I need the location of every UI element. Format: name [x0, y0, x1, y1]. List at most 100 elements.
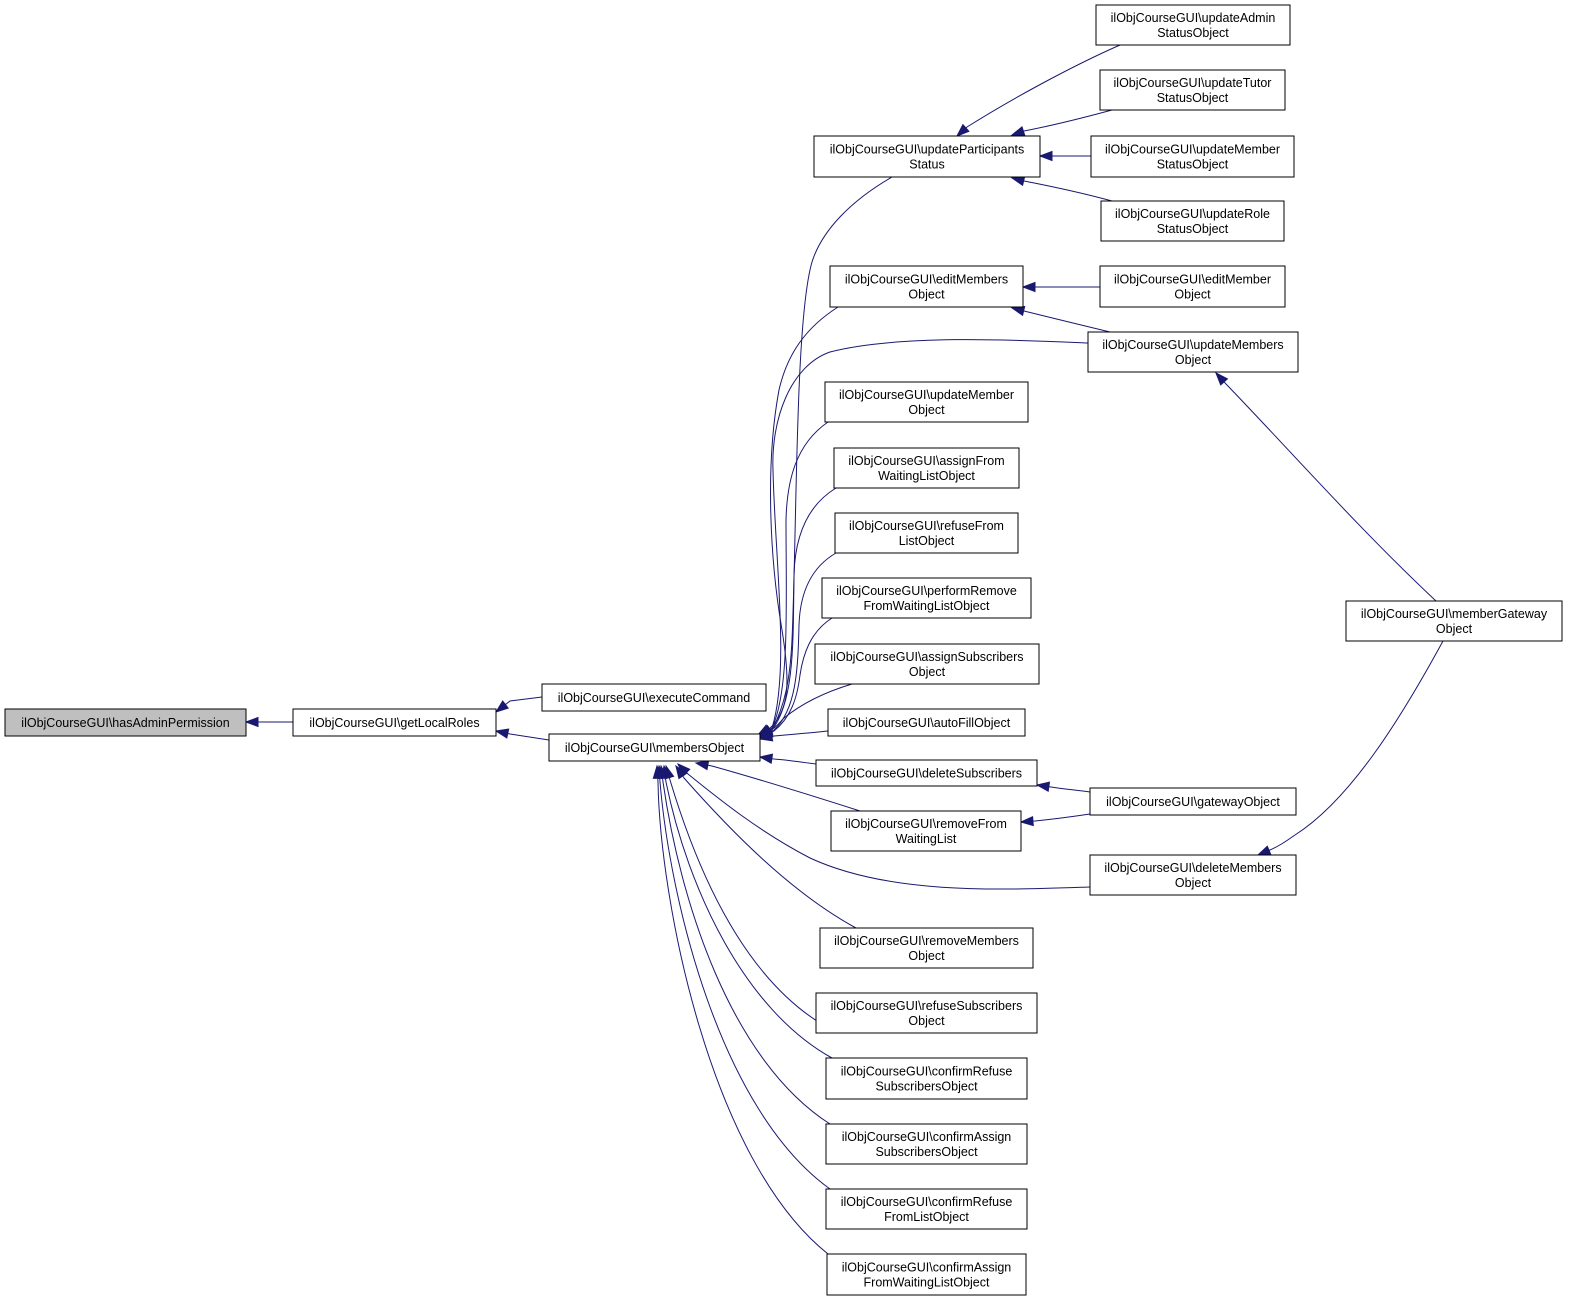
- node-label-line: Object: [1175, 353, 1212, 367]
- node-label-line: ilObjCourseGUI\updateParticipants: [830, 143, 1025, 157]
- node-box: [821, 577, 1032, 619]
- node-confirmRefuseSubscribersObject[interactable]: ilObjCourseGUI\confirmRefuseSubscribersO…: [825, 1057, 1028, 1100]
- node-label-line: StatusObject: [1157, 222, 1229, 236]
- node-label-line: Object: [908, 949, 945, 963]
- node-label-line: FromWaitingListObject: [864, 1276, 990, 1290]
- edge-arrowhead: [1038, 150, 1053, 162]
- node-label-line: ilObjCourseGUI\refuseSubscribers: [831, 999, 1023, 1013]
- node-hasAdminPermission[interactable]: ilObjCourseGUI\hasAdminPermission: [4, 708, 247, 737]
- node-box: [815, 759, 1038, 787]
- edge-memberGatewayObject-to-deleteMembersObject: [1256, 640, 1444, 856]
- node-performRemoveFromWaitingListObject[interactable]: ilObjCourseGUI\performRemoveFromWaitingL…: [821, 577, 1032, 619]
- node-membersObject[interactable]: ilObjCourseGUI\membersObject: [548, 733, 761, 762]
- node-box: [834, 512, 1019, 554]
- edge-line: [768, 306, 839, 730]
- node-box: [1095, 4, 1291, 46]
- node-assignFromWaitingListObject[interactable]: ilObjCourseGUI\assignFromWaitingListObje…: [833, 447, 1020, 489]
- node-box: [1099, 265, 1286, 308]
- node-confirmRefuseFromListObject[interactable]: ilObjCourseGUI\confirmRefuseFromListObje…: [825, 1188, 1028, 1230]
- node-label-line: ilObjCourseGUI\confirmAssign: [842, 1261, 1012, 1275]
- edge-arrowhead: [244, 716, 259, 728]
- node-label-line: ilObjCourseGUI\assignSubscribers: [830, 650, 1023, 664]
- edge-removeMembersObject-to-membersObject: [675, 764, 857, 929]
- edge-arrowhead: [494, 728, 510, 739]
- node-label-line: ilObjCourseGUI\updateMember: [839, 388, 1014, 402]
- node-executeCommand[interactable]: ilObjCourseGUI\executeCommand: [541, 683, 767, 712]
- edge-line: [770, 617, 833, 734]
- node-box: [1090, 135, 1295, 178]
- node-box: [292, 708, 497, 737]
- edge-arrowhead: [675, 764, 688, 780]
- node-label-line: FromWaitingListObject: [864, 599, 990, 613]
- node-box: [1100, 200, 1285, 242]
- node-label-line: ilObjCourseGUI\editMembers: [845, 273, 1008, 287]
- node-label-line: ilObjCourseGUI\executeCommand: [558, 691, 750, 705]
- edge-gatewayObject-to-removeFromWaitingList: [1019, 813, 1091, 827]
- node-label-line: ilObjCourseGUI\editMember: [1114, 273, 1271, 287]
- node-label-line: ilObjCourseGUI\gatewayObject: [1106, 795, 1280, 809]
- node-box: [815, 992, 1038, 1034]
- node-label-line: ilObjCourseGUI\confirmAssign: [842, 1130, 1012, 1144]
- edge-line: [657, 777, 829, 1255]
- node-box: [819, 927, 1034, 969]
- edge-updateMembersObject-to-editMembersObject: [1010, 305, 1111, 333]
- node-label-line: ilObjCourseGUI\membersObject: [565, 741, 745, 755]
- node-label-line: ilObjCourseGUI\updateMembers: [1102, 338, 1283, 352]
- edge-autoFillObject-to-membersObject: [758, 730, 829, 742]
- node-label-line: ilObjCourseGUI\updateTutor: [1114, 76, 1272, 90]
- edge-line: [1023, 310, 1111, 333]
- edge-updateMemberStatusObject-to-updateParticipantsStatus: [1038, 150, 1091, 162]
- node-box: [825, 1188, 1028, 1230]
- edge-updateAdminStatusObject-to-updateParticipantsStatus: [955, 44, 1121, 137]
- edge-getLocalRoles-to-hasAdminPermission: [244, 716, 293, 728]
- node-confirmAssignSubscribersObject[interactable]: ilObjCourseGUI\confirmAssignSubscribersO…: [825, 1123, 1028, 1165]
- nodes-layer: ilObjCourseGUI\hasAdminPermission ilObjCo…: [4, 4, 1563, 1296]
- node-label-line: Object: [1175, 876, 1212, 890]
- edge-confirmAssignSubscribersObject-to-membersObject: [657, 764, 831, 1125]
- node-label-line: SubscribersObject: [875, 1145, 978, 1159]
- edge-arrowhead: [1256, 845, 1272, 856]
- edge-line: [1032, 813, 1091, 822]
- edge-memberGatewayObject-to-updateMembersObject: [1215, 371, 1437, 602]
- node-label-line: WaitingList: [896, 832, 957, 846]
- node-box: [825, 1057, 1028, 1100]
- node-confirmAssignFromWaitingListObject[interactable]: ilObjCourseGUI\confirmAssignFromWaitingL…: [826, 1253, 1027, 1296]
- edge-arrowhead: [1035, 781, 1051, 792]
- edge-membersObject-to-getLocalRoles: [494, 728, 550, 741]
- edge-arrowhead: [1010, 126, 1026, 137]
- node-getLocalRoles[interactable]: ilObjCourseGUI\getLocalRoles: [292, 708, 497, 737]
- node-label-line: Object: [908, 1014, 945, 1028]
- node-label-line: Object: [908, 288, 945, 302]
- node-box: [825, 1123, 1028, 1165]
- node-box: [814, 643, 1040, 685]
- edge-arrowhead: [652, 764, 663, 779]
- edge-arrowhead: [1010, 175, 1026, 187]
- node-label-line: ilObjCourseGUI\removeMembers: [834, 934, 1019, 948]
- node-autoFillObject[interactable]: ilObjCourseGUI\autoFillObject: [827, 708, 1026, 737]
- node-box: [833, 447, 1020, 489]
- node-deleteSubscribers[interactable]: ilObjCourseGUI\deleteSubscribers: [815, 759, 1038, 787]
- edge-updateTutorStatusObject-to-updateParticipantsStatus: [1010, 109, 1113, 137]
- edge-line: [505, 696, 543, 705]
- node-box: [548, 733, 761, 762]
- edge-removeFromWaitingList-to-membersObject: [694, 760, 861, 812]
- node-gatewayObject[interactable]: ilObjCourseGUI\gatewayObject: [1089, 787, 1297, 816]
- node-label-line: Status: [909, 158, 944, 172]
